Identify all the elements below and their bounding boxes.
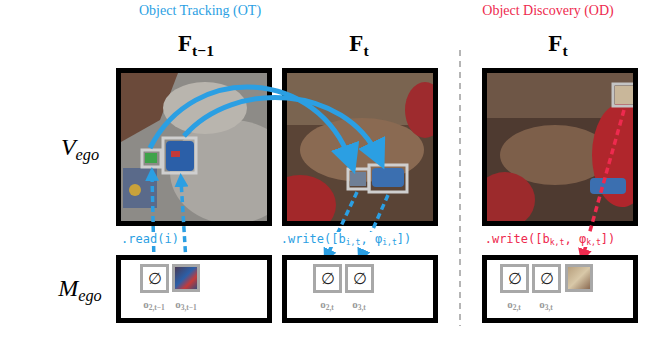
section-title: Object Tracking (OT) bbox=[139, 3, 261, 19]
subscript: k,t bbox=[550, 237, 565, 247]
section-title: Object Discovery (OD) bbox=[482, 3, 613, 19]
subscript: 2,t bbox=[513, 303, 521, 312]
empty-symbol: ∅ bbox=[508, 269, 522, 288]
subscript: t bbox=[562, 42, 567, 59]
object-label: o3,t bbox=[539, 298, 553, 312]
frame-heading: Ft−1 bbox=[178, 31, 214, 60]
empty-symbol: ∅ bbox=[321, 269, 335, 288]
frame-border bbox=[485, 71, 636, 224]
object-thumbnail bbox=[565, 264, 593, 292]
subscript: k,t bbox=[586, 237, 601, 247]
frame-heading: Ft bbox=[349, 31, 368, 60]
read-arrow bbox=[181, 180, 186, 262]
subscript: t−1 bbox=[192, 42, 214, 59]
operation-label: .write([bi,t, φi,t]) bbox=[279, 232, 414, 247]
subscript: 3,t bbox=[358, 303, 366, 312]
empty-symbol: ∅ bbox=[148, 269, 162, 288]
subscript: t bbox=[363, 42, 368, 59]
memory-panel: o2,t o3,t ∅ ∅ bbox=[282, 255, 438, 323]
memory-slot: ∅ bbox=[500, 264, 529, 293]
memory-panel: o2,t o3,t ∅ ∅ bbox=[482, 255, 638, 323]
subscript: ego bbox=[76, 145, 100, 164]
frame-photo bbox=[121, 73, 267, 221]
frame-photo bbox=[487, 73, 633, 221]
read-arrow bbox=[152, 174, 154, 262]
subscript: i,t bbox=[346, 237, 361, 247]
subscript: 2,t bbox=[326, 303, 334, 312]
operation-label: .read(i) bbox=[119, 232, 181, 246]
object-label: o2,t−1 bbox=[143, 298, 165, 312]
empty-symbol: ∅ bbox=[540, 269, 554, 288]
frame-border bbox=[285, 71, 436, 224]
memory-panel: o2,t−1 o3,t−1 ∅ bbox=[116, 255, 272, 323]
frame-heading: Ft bbox=[548, 31, 567, 60]
memory-slot: ∅ bbox=[313, 264, 342, 293]
frame-photo bbox=[287, 73, 433, 221]
object-label: o3,t−1 bbox=[175, 298, 197, 312]
object-label: o3,t bbox=[352, 298, 366, 312]
object-label: o2,t bbox=[507, 298, 521, 312]
row-label: Mego bbox=[58, 275, 102, 306]
frame-border bbox=[119, 71, 270, 224]
memory-slot: ∅ bbox=[140, 264, 169, 293]
subscript: i,t bbox=[382, 237, 397, 247]
empty-symbol: ∅ bbox=[353, 269, 367, 288]
operation-label: .write([bk,t, φk,t]) bbox=[483, 232, 618, 247]
subscript: ego bbox=[78, 286, 102, 305]
object-thumbnail bbox=[172, 264, 200, 292]
object-label: o2,t bbox=[320, 298, 334, 312]
row-label: Vego bbox=[61, 134, 99, 165]
subscript: 3,t bbox=[545, 303, 553, 312]
memory-slot: ∅ bbox=[532, 264, 561, 293]
memory-slot: ∅ bbox=[345, 264, 374, 293]
subscript: 2,t−1 bbox=[149, 303, 165, 312]
tracking-arrow bbox=[184, 97, 378, 156]
separator-line bbox=[459, 50, 461, 326]
subscript: 3,t−1 bbox=[181, 303, 197, 312]
